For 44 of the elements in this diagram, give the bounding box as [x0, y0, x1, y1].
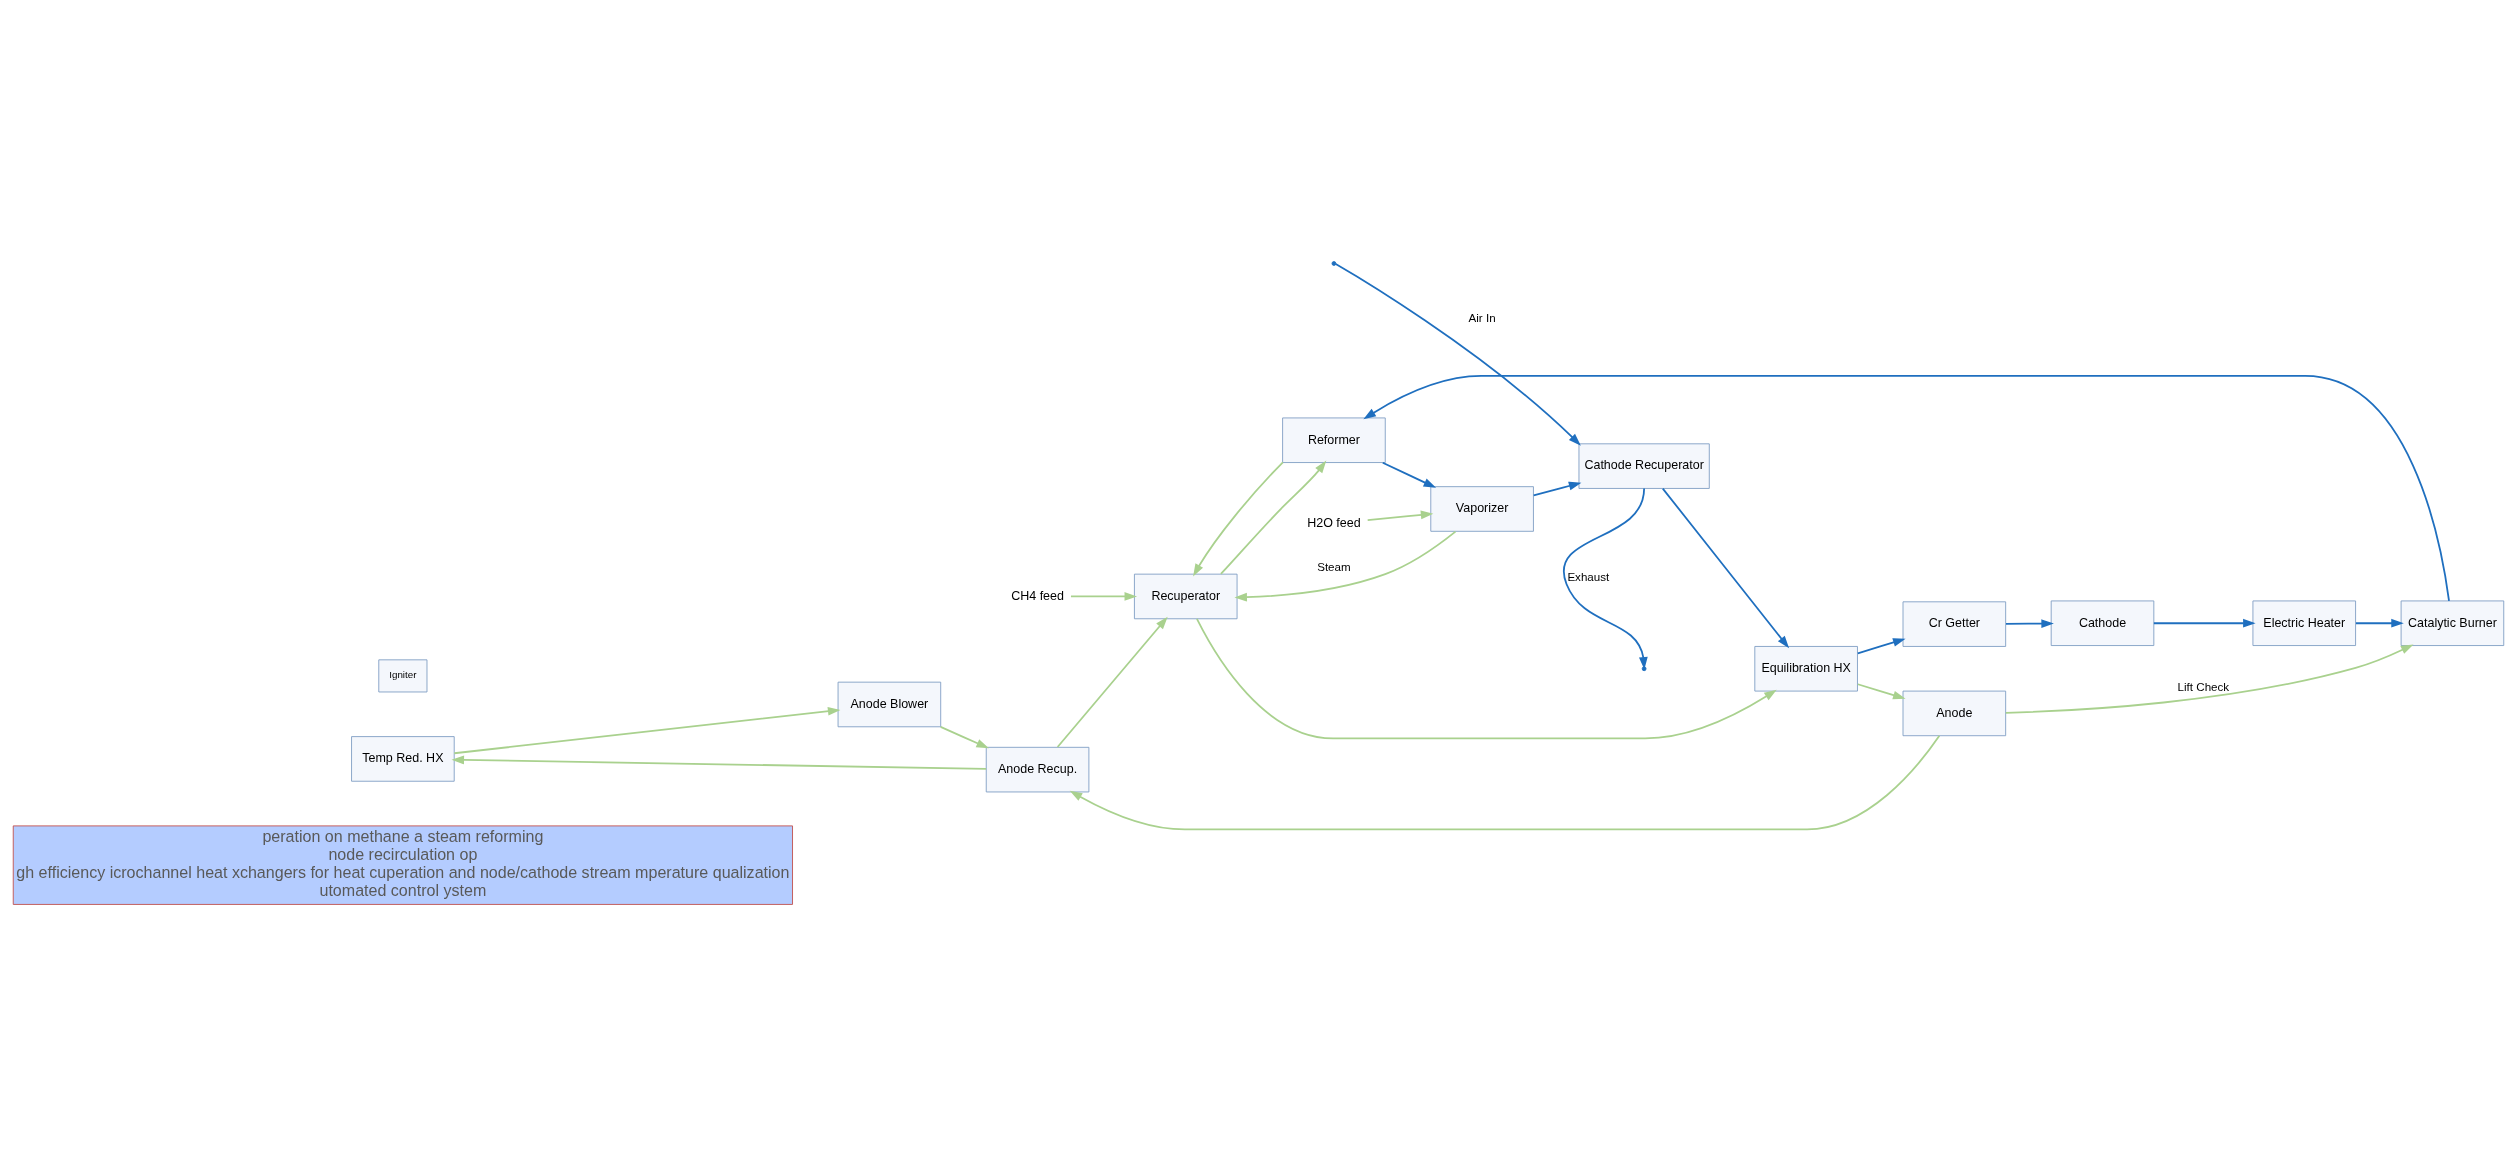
node-box: Equilibration HX	[1754, 646, 1858, 692]
arrow	[1334, 263, 1581, 446]
arrow	[451, 755, 987, 770]
arrow	[2152, 618, 2256, 628]
arrow	[1532, 481, 1582, 497]
edge-label: Exhaust	[1567, 569, 1610, 583]
arrow	[2355, 618, 2404, 628]
node-text: CH4 feed	[1011, 588, 1064, 603]
node-box: Temp Red. HX	[351, 736, 455, 782]
node-box: Catalytic Burner	[2400, 600, 2505, 646]
node-box: Igniter	[378, 659, 428, 693]
node-box: Cr Getter	[1902, 601, 2007, 647]
arrow	[1856, 638, 1906, 655]
node-box: Cathode Recuperator	[1578, 443, 1710, 489]
arrow	[1366, 510, 1434, 521]
arrow	[2005, 619, 2054, 628]
arrow	[1661, 487, 1790, 649]
arrow	[939, 726, 989, 749]
arrow	[1196, 618, 1777, 740]
arrow	[1562, 487, 1648, 670]
arrow	[1363, 375, 2450, 602]
arrow	[453, 706, 841, 755]
node-box: Reformer	[1282, 417, 1386, 463]
node-box: Anode	[1902, 690, 2007, 737]
node-box: Vaporizer	[1430, 486, 1534, 532]
arrow	[1193, 461, 1284, 577]
node-box: Cathode	[2050, 600, 2155, 646]
node-box: Anode Recup.	[985, 746, 1090, 793]
arrow	[1234, 530, 1457, 602]
arrow	[1220, 460, 1327, 575]
arrow	[1056, 616, 1168, 748]
edge-label: Lift Check	[2177, 680, 2230, 694]
node-box: Anode Blower	[837, 681, 942, 728]
edge-label: Air In	[1468, 310, 1496, 324]
edge-label: Steam	[1317, 559, 1351, 573]
node-box: Electric Heater	[2252, 600, 2357, 646]
node-text: H2O feed	[1307, 515, 1361, 530]
arrow	[1070, 592, 1138, 601]
arrow	[2004, 644, 2414, 714]
arrow	[1069, 734, 1941, 831]
node-box: peration on methane a steam reforming node recirculation op gh efficiency icrochannel heat xchangers for heat cuperation and node/cathode stream mperature qualization utomated control ystem	[12, 825, 793, 905]
arrow	[1381, 461, 1437, 488]
node-box: Recuperator	[1133, 573, 1238, 620]
arrow	[1856, 683, 1906, 700]
